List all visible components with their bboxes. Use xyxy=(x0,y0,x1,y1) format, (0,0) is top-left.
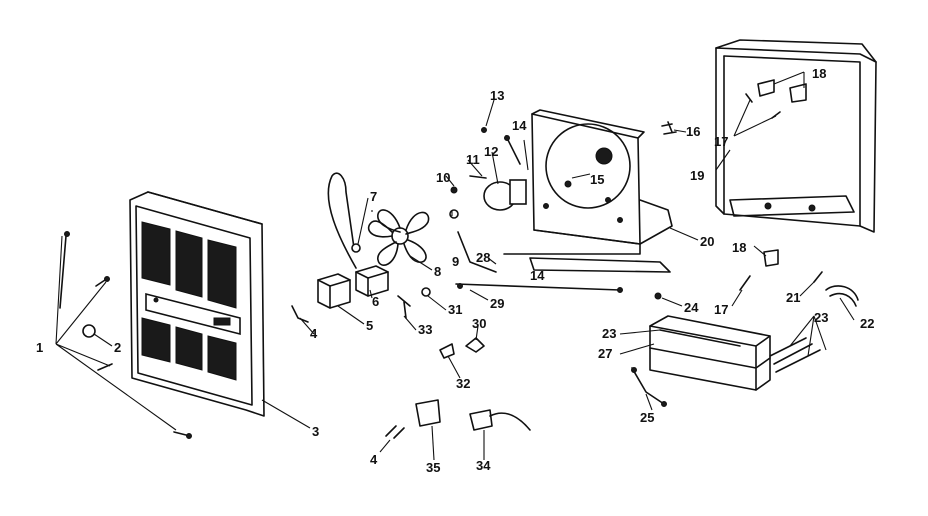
callout-22: 22 xyxy=(860,316,874,331)
callout-6: 6 xyxy=(372,294,379,309)
callout-19: 19 xyxy=(690,168,704,183)
motor-mount-bracket xyxy=(317,265,389,309)
callout-23a: 23 xyxy=(602,326,616,341)
callout-11: 11 xyxy=(466,152,480,167)
callout-27: 27 xyxy=(598,346,612,361)
callout-1: 1 xyxy=(36,340,43,355)
callout-14b: 14 xyxy=(530,268,545,283)
callout-16: 16 xyxy=(686,124,700,139)
controls-and-switches xyxy=(291,287,531,439)
callout-23b: 23 xyxy=(814,310,828,325)
callout-31: 31 xyxy=(448,302,462,317)
callout-3: 3 xyxy=(312,424,319,439)
callout-29: 29 xyxy=(490,296,504,311)
callout-30: 30 xyxy=(472,316,486,331)
callout-14a: 14 xyxy=(512,118,527,133)
blower-housing xyxy=(503,109,673,273)
callout-18b: 18 xyxy=(732,240,746,255)
callout-labels: 1 2 3 4 4 5 6 7 8 9 10 11 12 13 14 14 15… xyxy=(36,66,874,475)
wall-back-box xyxy=(715,39,877,233)
callout-32: 32 xyxy=(456,376,470,391)
heating-element xyxy=(631,315,821,407)
screws-and-knob xyxy=(59,231,192,439)
callout-33: 33 xyxy=(418,322,432,337)
callout-25: 25 xyxy=(640,410,654,425)
callout-8: 8 xyxy=(434,264,441,279)
callout-17b: 17 xyxy=(714,302,728,317)
callout-12: 12 xyxy=(484,144,498,159)
front-grille-panel xyxy=(129,191,265,417)
leader-lines xyxy=(55,71,855,461)
callout-34: 34 xyxy=(476,458,491,473)
fan-blade xyxy=(367,209,430,266)
callout-24: 24 xyxy=(684,300,699,315)
callout-5: 5 xyxy=(366,318,373,333)
callout-28: 28 xyxy=(476,250,490,265)
callout-2: 2 xyxy=(114,340,121,355)
callout-4a: 4 xyxy=(310,326,318,341)
motor-assembly xyxy=(449,127,623,293)
callout-4b: 4 xyxy=(370,452,378,467)
callout-21: 21 xyxy=(786,290,800,305)
callout-15: 15 xyxy=(590,172,604,187)
callout-7: 7 xyxy=(370,189,377,204)
limit-control-wire xyxy=(327,172,361,269)
callout-10: 10 xyxy=(436,170,450,185)
callout-18a: 18 xyxy=(812,66,826,81)
callout-13: 13 xyxy=(490,88,504,103)
callout-9: 9 xyxy=(452,254,459,269)
callout-17a: 17 xyxy=(714,134,728,149)
callout-20: 20 xyxy=(700,234,714,249)
callout-35: 35 xyxy=(426,460,440,475)
